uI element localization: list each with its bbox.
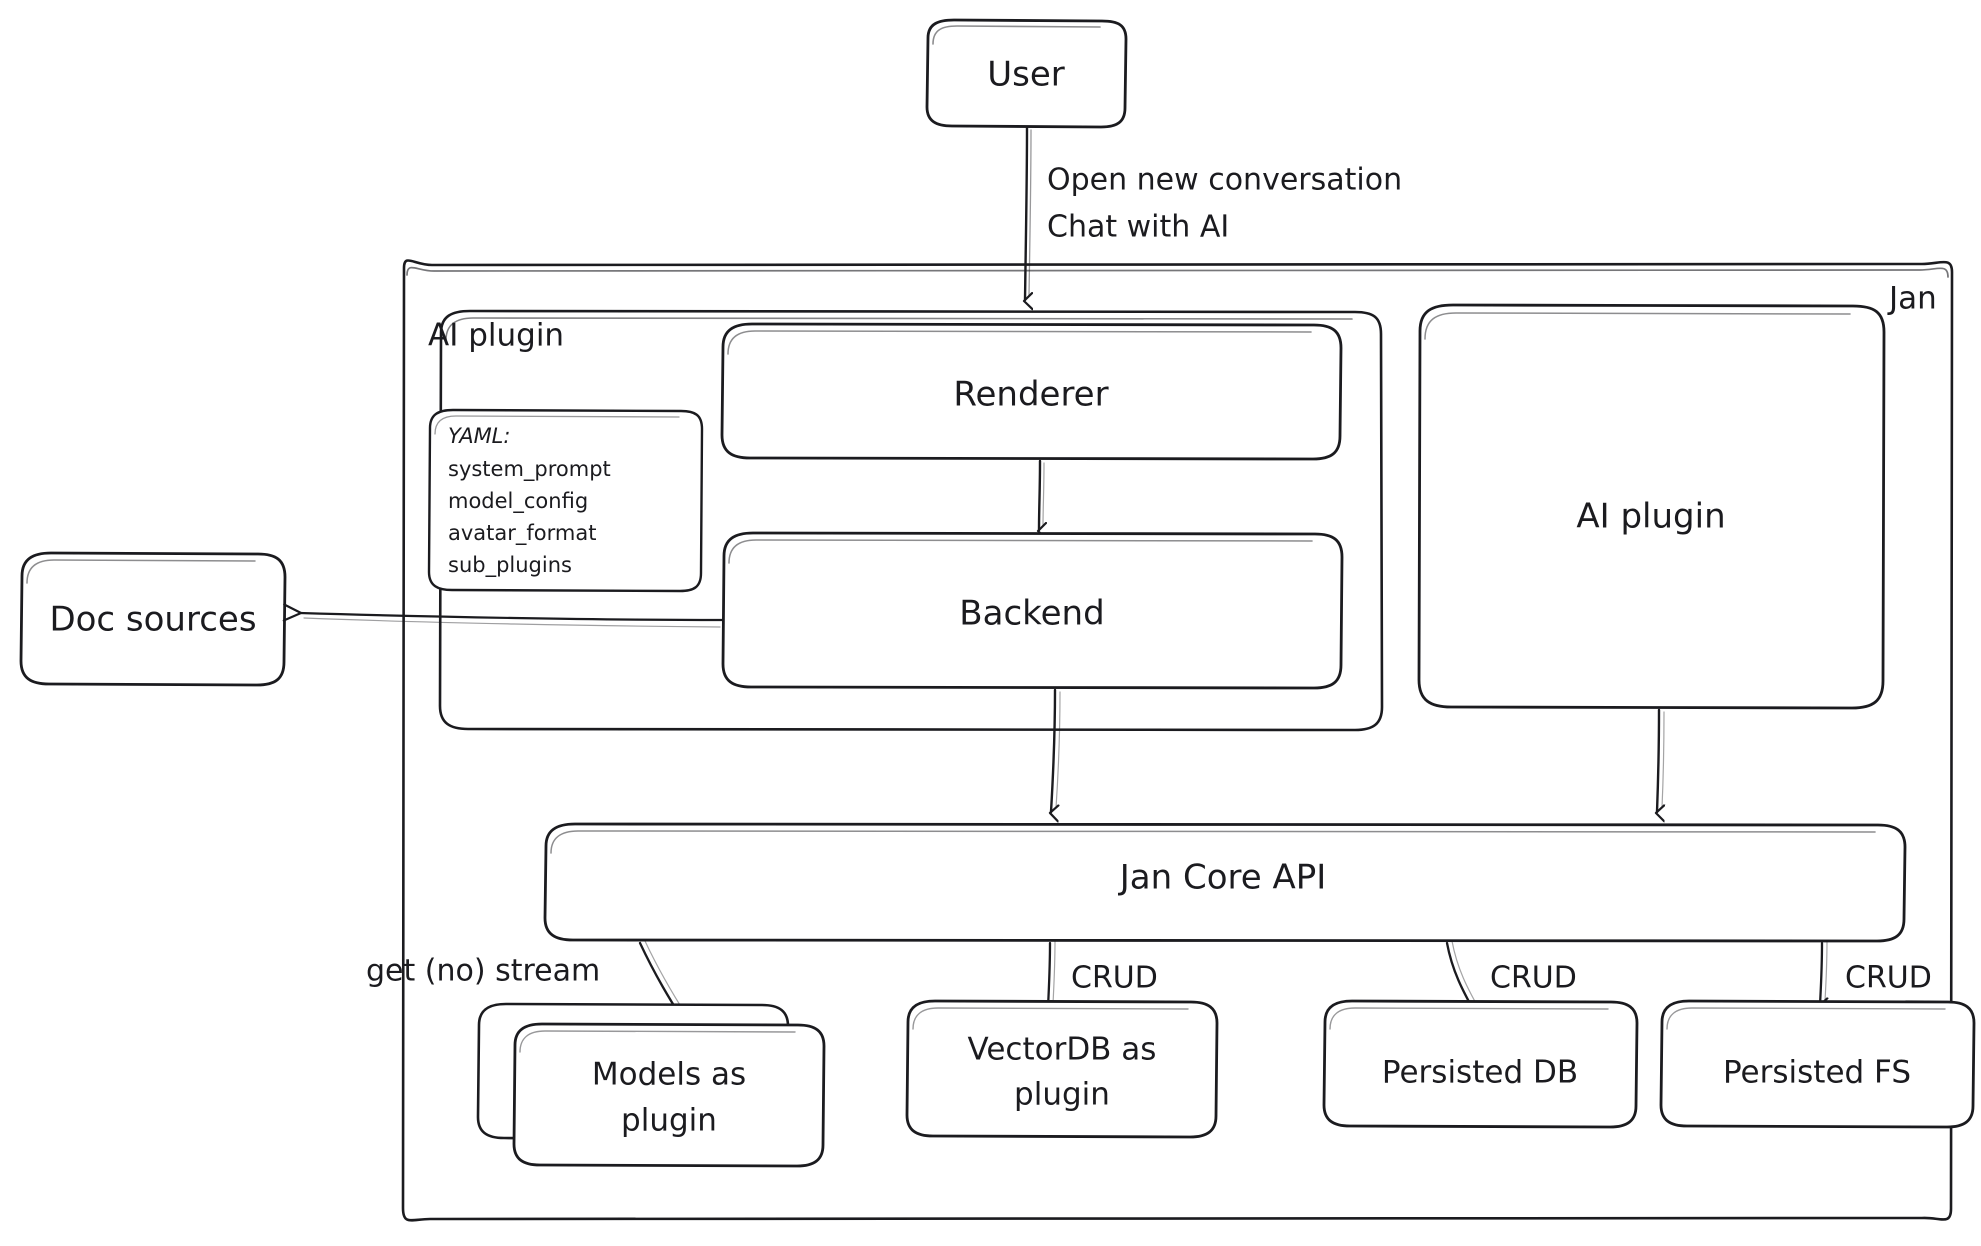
node-backend[interactable] <box>721 531 1344 690</box>
edge-core-to-models-label: get (no) stream <box>366 954 600 989</box>
edge-renderer-to-backend <box>1039 459 1044 530</box>
yaml-card-heading: YAML: <box>448 424 510 448</box>
edge-core-to-persisted-fs <box>1820 940 1827 1005</box>
node-doc-sources[interactable] <box>19 551 287 687</box>
node-vectordb[interactable] <box>905 999 1219 1139</box>
node-vectordb-label-line2: plugin <box>1014 1077 1110 1113</box>
edge-backend-to-doc-sources <box>300 613 724 628</box>
edge-user-to-renderer <box>1025 126 1031 300</box>
node-models-label-line1: Models as <box>592 1057 746 1093</box>
edge-core-to-persisted-db-label: CRUD <box>1490 961 1577 996</box>
yaml-card-item-0: system_prompt <box>448 457 611 482</box>
node-user[interactable] <box>925 18 1128 129</box>
node-jan-core-api-label: Jan Core API <box>1118 858 1327 898</box>
edge-core-to-persisted-fs-label: CRUD <box>1845 961 1932 996</box>
yaml-card <box>427 408 704 593</box>
node-renderer[interactable] <box>720 322 1343 461</box>
node-models[interactable] <box>512 1022 826 1168</box>
edge-core-to-vectordb-label: CRUD <box>1071 961 1158 996</box>
node-vectordb-label-line1: VectorDB as <box>968 1032 1157 1068</box>
node-persisted-db[interactable] <box>1322 999 1639 1129</box>
node-jan-core-api[interactable] <box>543 822 1907 943</box>
yaml-card-item-3: sub_plugins <box>448 553 572 578</box>
container-ai-plugin-group-label: AI plugin <box>428 318 564 354</box>
node-persisted-db-label: Persisted DB <box>1382 1055 1578 1091</box>
edge-user-to-renderer-label-line1: Open new conversation <box>1047 163 1402 198</box>
node-persisted-fs[interactable] <box>1659 999 1976 1129</box>
node-backend-label: Backend <box>959 594 1104 634</box>
node-ai-plugin-right[interactable] <box>1417 303 1886 710</box>
node-ai-plugin-right-label: AI plugin <box>1576 497 1725 537</box>
node-models-label-line2: plugin <box>621 1103 717 1139</box>
node-doc-sources-label: Doc sources <box>49 600 256 640</box>
node-persisted-fs-label: Persisted FS <box>1723 1055 1911 1091</box>
yaml-card-item-2: avatar_format <box>448 521 596 546</box>
edge-aiplugin-to-core <box>1657 708 1664 812</box>
node-user-label: User <box>987 55 1065 95</box>
edge-backend-to-core <box>1051 688 1061 812</box>
container-jan-label: Jan <box>1887 281 1937 317</box>
yaml-card-item-1: model_config <box>448 489 588 514</box>
node-renderer-label: Renderer <box>953 375 1108 415</box>
edge-user-to-renderer-label-line2: Chat with AI <box>1047 210 1229 245</box>
